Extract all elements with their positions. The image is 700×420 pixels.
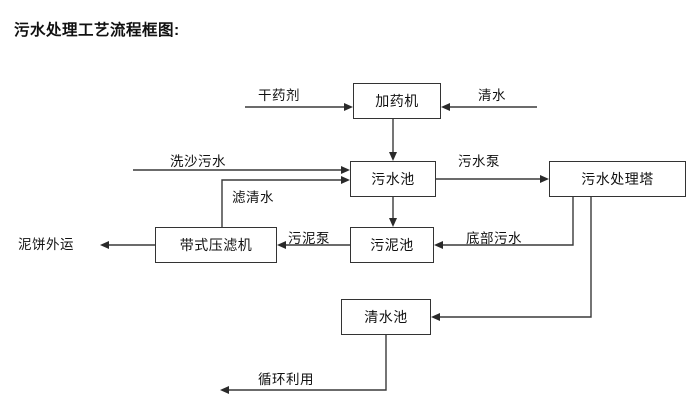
label-dry-chemical: 干药剂 [258, 88, 300, 103]
node-belt-filter-press[interactable]: 带式压滤机 [155, 227, 277, 263]
edge-wastewater-pool-to-treatment-tower [436, 175, 549, 183]
label-sand-wash-sewage: 洗沙污水 [170, 154, 226, 169]
node-clean-water-pool[interactable]: 清水池 [341, 299, 431, 335]
label-mud-cake-out: 泥饼外运 [18, 237, 74, 252]
edge-dry-chemical-to-dosing-machine [245, 103, 353, 111]
label-clean-water-in: 清水 [478, 88, 506, 103]
edge-belt-filter-press-to-wastewater-pool [221, 176, 350, 227]
edge-dosing-machine-to-wastewater-pool [389, 119, 397, 161]
edge-sand-wash-sewage-to-wastewater-pool [133, 166, 350, 174]
edge-belt-filter-press-to-mud-cake-out [100, 241, 155, 249]
node-wastewater-pool[interactable]: 污水池 [350, 161, 436, 197]
node-label: 带式压滤机 [179, 237, 253, 253]
node-treatment-tower[interactable]: 污水处理塔 [549, 161, 686, 197]
label-filtered-clear-water: 滤清水 [232, 190, 274, 205]
node-sludge-pool[interactable]: 污泥池 [350, 227, 434, 263]
label-sewage-pump: 污水泵 [458, 154, 500, 169]
node-label: 污水池 [371, 171, 415, 187]
node-dosing-machine[interactable]: 加药机 [353, 83, 441, 119]
edge-treatment-tower-to-clean-water-pool [431, 197, 592, 321]
page-title: 污水处理工艺流程框图: [14, 22, 180, 39]
label-sludge-pump: 污泥泵 [288, 231, 330, 246]
node-label: 污水处理塔 [581, 171, 654, 187]
edge-wastewater-pool-to-sludge-pool [389, 197, 397, 227]
node-label: 污泥池 [370, 237, 414, 253]
node-label: 清水池 [364, 309, 408, 325]
edge-sludge-pool-to-belt-filter-press [277, 241, 350, 249]
edge-treatment-tower-to-sludge-pool [434, 197, 574, 249]
edge-clean-water-pool-to-recycling [220, 335, 387, 394]
label-bottom-sewage: 底部污水 [466, 231, 522, 246]
node-label: 加药机 [375, 93, 419, 109]
label-recycling-reuse: 循环利用 [258, 372, 314, 387]
edge-clean-water-to-dosing-machine [441, 103, 537, 111]
